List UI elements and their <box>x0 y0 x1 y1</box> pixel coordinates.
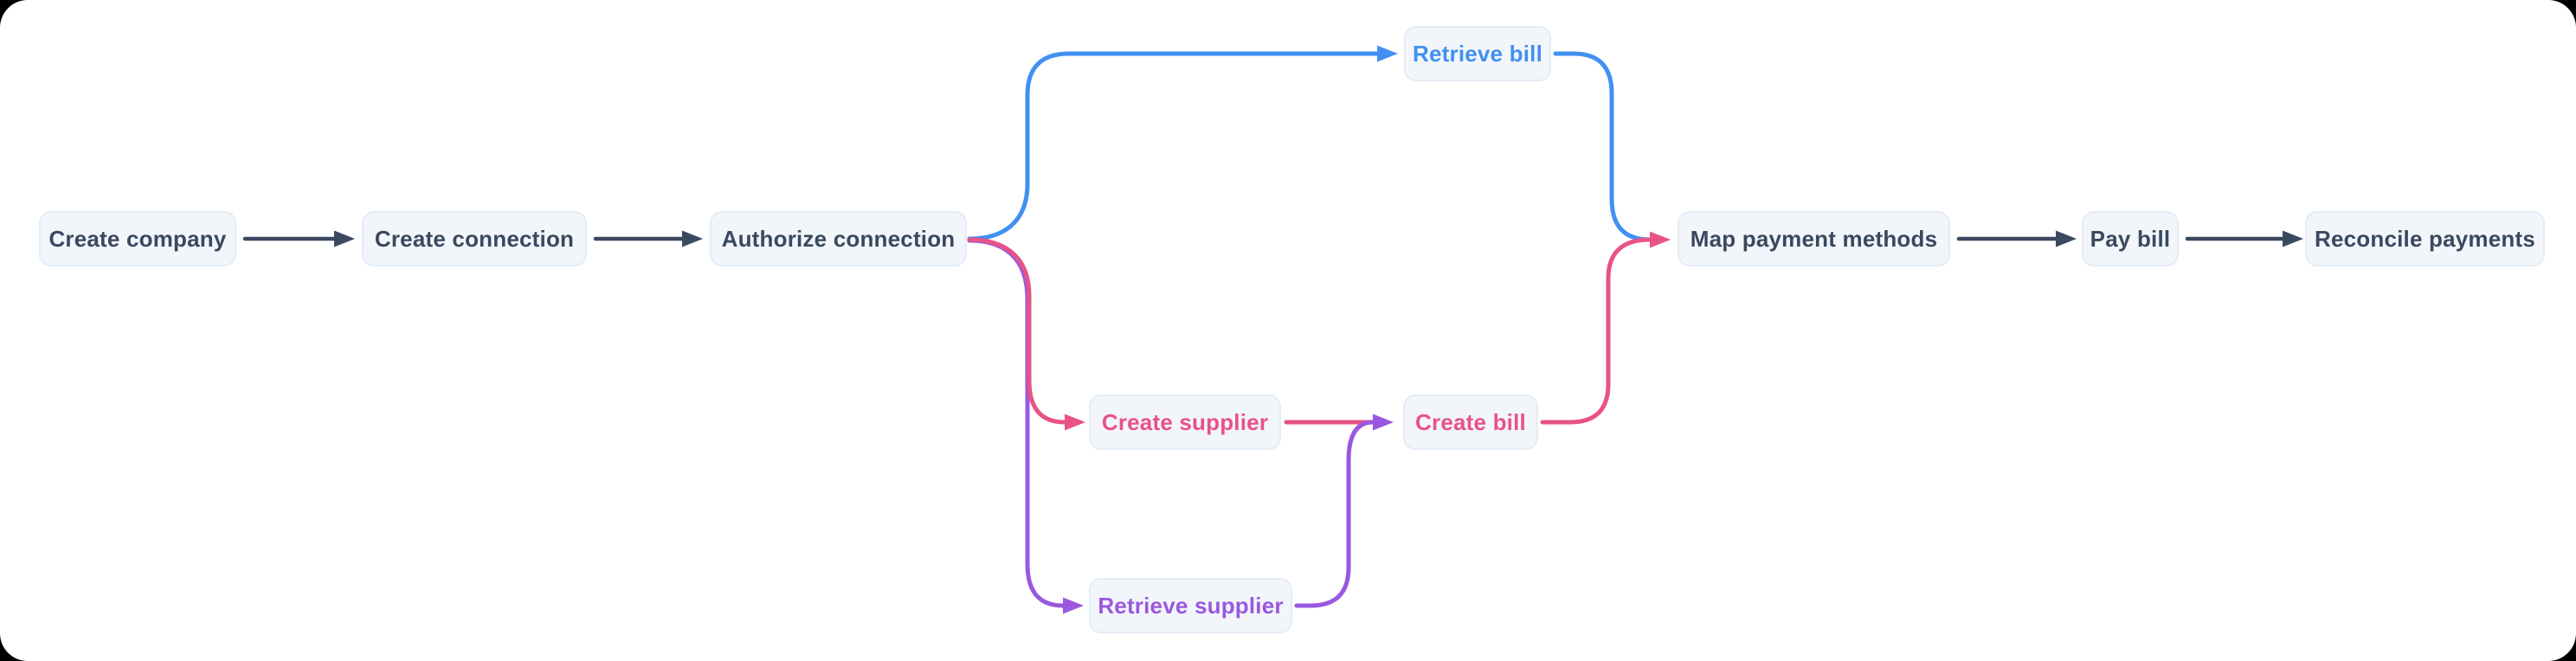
arrowhead-icon <box>1063 597 1084 614</box>
node-map-payment-methods: Map payment methods <box>1678 211 1950 266</box>
arrowhead-icon <box>1650 231 1671 248</box>
edge-line <box>1294 420 1375 608</box>
node-label: Authorize connection <box>721 225 956 252</box>
arrowhead-icon <box>334 230 355 247</box>
node-label: Retrieve bill <box>1413 40 1542 67</box>
arrowhead-icon <box>1065 414 1085 431</box>
edge-authorize-connection-to-create-supplier <box>967 237 1085 431</box>
edge-retrieve-bill-to-map-payment-methods <box>1553 51 1652 242</box>
edge-map-payment-methods-to-pay-bill <box>1956 230 2077 247</box>
node-reconcile-payments: Reconcile payments <box>2305 211 2545 266</box>
edge-create-company-to-create-connection <box>242 230 355 247</box>
arrowhead-icon <box>2056 230 2077 247</box>
edge-line <box>967 238 1066 608</box>
edge-pay-bill-to-reconcile-payments <box>2185 230 2303 247</box>
node-label: Create supplier <box>1101 408 1269 435</box>
node-retrieve-supplier: Retrieve supplier <box>1089 578 1292 633</box>
edge-create-connection-to-authorize-connection <box>593 230 703 247</box>
node-create-connection: Create connection <box>362 211 587 266</box>
node-create-supplier: Create supplier <box>1089 395 1281 450</box>
edge-retrieve-supplier-to-create-bill <box>1294 414 1394 608</box>
node-label: Create company <box>48 225 227 252</box>
edge-line <box>967 51 1380 241</box>
node-retrieve-bill: Retrieve bill <box>1404 26 1551 81</box>
node-label: Retrieve supplier <box>1098 592 1284 619</box>
node-label: Create connection <box>374 225 575 252</box>
arrowhead-icon <box>682 230 703 247</box>
arrowhead-icon <box>1377 45 1398 62</box>
node-authorize-connection: Authorize connection <box>710 211 967 266</box>
node-create-bill: Create bill <box>1403 395 1538 450</box>
edge-line <box>1540 237 1652 425</box>
node-label: Pay bill <box>2090 225 2171 252</box>
edge-create-bill-to-map-payment-methods <box>1540 231 1671 425</box>
edge-line <box>1553 51 1652 242</box>
node-create-company: Create company <box>39 211 236 266</box>
edge-line <box>967 237 1067 425</box>
node-pay-bill: Pay bill <box>2082 211 2179 266</box>
node-label: Map payment methods <box>1690 225 1938 252</box>
arrowhead-icon <box>2283 230 2303 247</box>
node-label: Reconcile payments <box>2314 225 2536 252</box>
node-label: Create bill <box>1415 408 1526 435</box>
arrowhead-icon <box>1373 414 1394 431</box>
edge-authorize-connection-to-retrieve-bill <box>967 45 1398 241</box>
